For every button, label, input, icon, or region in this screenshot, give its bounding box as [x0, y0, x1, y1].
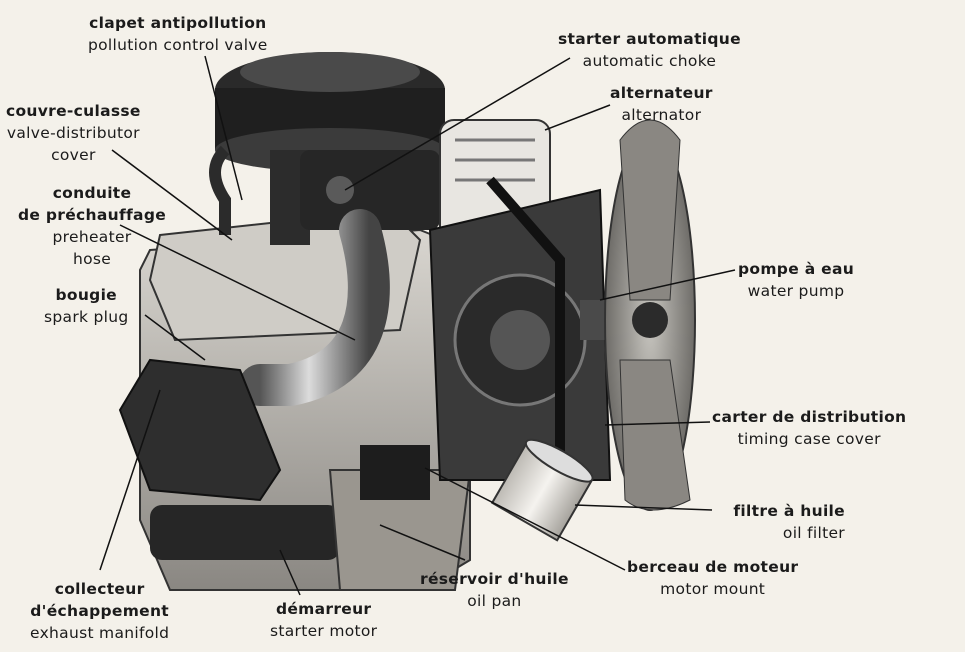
leader-oil-filter [574, 504, 713, 511]
leader-preheater-hose [119, 224, 356, 341]
label-fr: starter automatique [558, 30, 741, 48]
label-exhaust-manifold: collecteur d'échappement exhaust manifol… [30, 578, 169, 644]
label-water-pump: pompe à eau water pump [738, 258, 854, 302]
leader-starter-motor [279, 549, 301, 596]
label-automatic-choke: starter automatique automatic choke [558, 28, 741, 72]
leader-exhaust-manifold [99, 389, 161, 571]
label-starter-motor: démarreur starter motor [270, 598, 377, 642]
label-fr: couvre-culasse [6, 102, 141, 120]
label-oil-pan: réservoir d'huile oil pan [420, 568, 569, 612]
label-en: cover [51, 146, 96, 164]
label-fr: carter de distribution [712, 408, 907, 426]
exhaust-manifold-shape [118, 358, 282, 502]
leader-pollution-valve [204, 55, 243, 201]
label-en: starter motor [270, 622, 378, 640]
label-fr: démarreur [275, 600, 372, 618]
label-en: hose [72, 250, 112, 268]
label-en: valve-distributor [6, 124, 140, 142]
leader-valve-cover [111, 149, 233, 241]
label-fr: réservoir d'huile [420, 570, 569, 588]
label-alternator: alternateur alternator [610, 82, 713, 126]
label-en: alternator [621, 106, 702, 124]
label-en: pollution control valve [88, 36, 268, 54]
label-timing-case-cover: carter de distribution timing case cover [712, 406, 906, 450]
label-en: automatic choke [582, 52, 717, 70]
label-pollution-control-valve: clapet antipollution pollution control v… [88, 12, 268, 56]
motor-mount-shape [360, 445, 430, 500]
leader-motor-mount [424, 467, 626, 571]
label-fr: bougie [55, 286, 117, 304]
label-fr: filtre à huile [733, 502, 845, 520]
label-fr: de préchauffage [18, 206, 167, 224]
leader-spark-plug [144, 314, 206, 361]
label-en: timing case cover [737, 430, 881, 448]
leader-lines [99, 55, 736, 596]
label-fr: berceau de moteur [627, 558, 799, 576]
label-fr: pompe à eau [738, 260, 855, 278]
label-en: exhaust manifold [30, 624, 170, 642]
label-en: motor mount [660, 580, 766, 598]
label-fr: collecteur [54, 580, 145, 598]
label-en: preheater [52, 228, 132, 246]
label-fr: conduite [52, 184, 132, 202]
leader-timing-case [604, 421, 711, 426]
label-preheater-hose: conduite de préchauffage preheater hose [18, 182, 166, 270]
label-fr: alternateur [610, 84, 713, 102]
label-en: spark plug [44, 308, 129, 326]
leader-alternator [544, 104, 611, 131]
label-en: water pump [747, 282, 845, 300]
preheater-hose-shape [239, 209, 390, 406]
label-en: oil filter [782, 524, 845, 542]
fan-shape [604, 119, 696, 511]
leader-oil-pan [379, 524, 466, 561]
leader-water-pump [599, 269, 736, 301]
leader-automatic-choke [344, 57, 571, 191]
label-spark-plug: bougie spark plug [44, 284, 129, 328]
starter-motor-shape [150, 505, 340, 560]
label-motor-mount: berceau de moteur motor mount [627, 556, 798, 600]
label-fr: d'échappement [30, 602, 170, 620]
label-fr: clapet antipollution [89, 14, 267, 32]
label-en: oil pan [467, 592, 522, 610]
label-valve-distributor-cover: couvre-culasse valve-distributor cover [6, 100, 141, 166]
label-oil-filter: filtre à huile oil filter [733, 500, 845, 544]
